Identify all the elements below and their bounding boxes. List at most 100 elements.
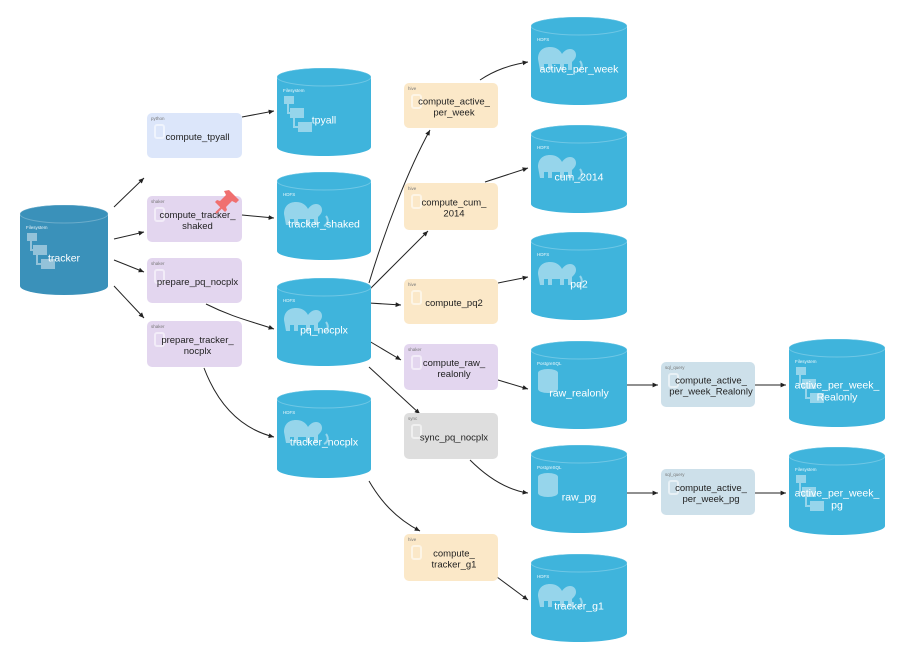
cylinder-body [789,339,885,427]
cylinder-body [277,278,371,366]
hive-icon [411,194,422,209]
node-label: prepare_tracker_nocplx [161,335,234,357]
filesystem-icon [796,475,824,511]
cylinder-body [277,68,371,156]
edges [113,60,786,601]
edge-tracker-to-prepare_pq_nocplx [113,259,145,273]
node-label: compute_active_per_week_Realonly [669,376,753,398]
edge-pq_nocplx-to-compute_raw_realonly [368,340,402,361]
edge-compute_pq2-to-pq2 [497,275,529,284]
edge-prepare_pq_nocplx-to-pq_nocplx [205,303,275,330]
hive-icon [411,290,422,305]
recipe-type: shaker [151,324,165,329]
recipe-prepare_tracker_nocplx[interactable]: shaker prepare_tracker_nocplx [147,321,242,367]
recipe-compute_active_per_week_pg[interactable]: sql_query compute_active_per_week_pg [661,469,755,515]
cylinder-body [20,205,108,295]
cylinder-body [789,447,885,535]
cylinder-top [530,16,628,36]
dataset-type: HDFS [283,298,295,303]
cylinder-top [530,340,628,360]
elephant-icon [538,47,583,72]
recipe-compute_tpyall[interactable]: python compute_tpyall [147,113,242,158]
node-label: pq2 [570,279,588,291]
edge-compute_raw_realonly-to-raw_realonly [497,379,529,390]
dataset-pq2[interactable]: HDFS pq2 [530,231,628,320]
cylinder-top [276,171,372,191]
dataset-type: Filesystem [795,359,817,364]
elephant-icon [538,155,583,180]
dataset-type: PostgreSQL [537,465,562,470]
elephant-icon [284,308,329,333]
elephant-icon [284,420,329,445]
elephant-icon [538,262,583,287]
node-label: compute_tracker_shaked [159,210,236,232]
edge-pq_nocplx-to-compute_active_per_week [368,129,431,284]
filesystem-icon [796,367,824,403]
nodes: FilesystemtrackerFilesystemtpyallHDFStra… [19,16,886,642]
recipe-compute_active_per_week_Realonly[interactable]: sql_query compute_active_per_week_Realonl… [661,362,755,407]
python-icon [154,124,165,139]
shaker-icon [411,355,422,370]
edge-prepare_tracker_nocplx-to-tracker_nocplx [203,367,275,439]
edge-tracker-to-prepare_tracker_nocplx [113,285,145,319]
recipe-box [147,196,242,242]
recipe-box [404,344,498,390]
hive-icon [411,545,422,560]
hive-icon [411,94,422,109]
cylinder-body [531,125,627,213]
node-label: compute_tpyall [166,132,230,143]
dataset-pq_nocplx[interactable]: HDFS pq_nocplx [276,277,372,366]
recipe-box [404,413,498,459]
node-label: sync_pq_nocplx [420,433,488,444]
dataset-active_per_week_Realonly[interactable]: Filesystem active_per_week_Realonly [788,338,886,427]
recipe-type: python [151,116,165,121]
node-label: tracker [48,253,81,265]
edge-tracker-to-compute_tracker_shaked [113,230,145,240]
cylinder-top [19,204,109,224]
dataset-type: HDFS [537,37,549,42]
pin-icon[interactable] [215,190,239,214]
edge-compute_tracker_shaked-to-tracker_shaked [241,214,275,220]
cylinder-top [276,67,372,87]
cylinder-body [277,172,371,260]
shaker-icon [154,332,165,347]
dataset-type: HDFS [537,252,549,257]
node-label: pq_nocplx [300,325,349,337]
recipe-box [147,258,242,303]
recipe-type: shaker [151,261,165,266]
node-label: active_per_week_Realonly [795,380,880,404]
recipe-box [661,469,755,515]
node-label: compute_tracker_g1 [432,549,477,571]
recipe-type: sql_query [665,365,685,370]
cylinder-body [531,445,627,533]
cylinder-top [530,553,628,573]
cylinder-top [276,389,372,409]
database-icon [538,369,558,393]
node-label: compute_active_per_week_pg [675,483,748,505]
recipe-box [147,321,242,367]
node-label: compute_pq2 [425,298,483,309]
edge-compute_tpyall-to-tpyall [241,109,275,118]
dataset-type: HDFS [283,410,295,415]
edge-tracker_nocplx-to-compute_tracker_g1 [368,480,421,532]
recipe-type: sql_query [665,472,685,477]
filesystem-icon [284,96,312,132]
